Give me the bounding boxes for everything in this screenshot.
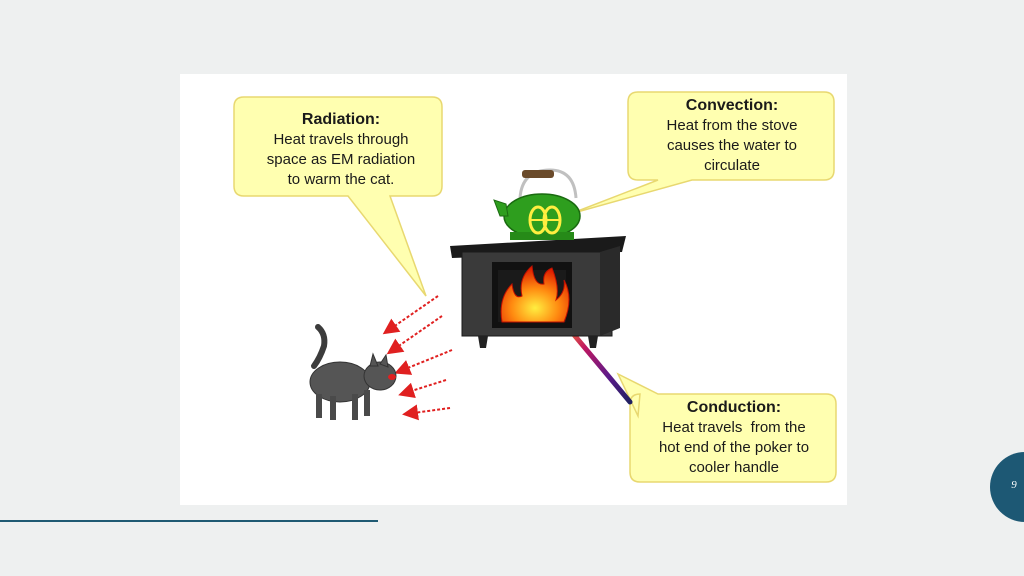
convection-line: circulate	[704, 157, 760, 174]
convection-line: Heat from the stove	[666, 117, 798, 134]
convection-callout-bubble	[569, 91, 835, 215]
bottom-accent-rule	[0, 520, 378, 522]
conduction-line: cooler handle	[688, 459, 780, 476]
fire-icon	[498, 264, 570, 323]
radiation-callout-bubble	[233, 96, 443, 297]
radiation-line: Heat travels through	[273, 131, 409, 148]
radiation-arrow	[382, 295, 439, 335]
convection-title: Convection:	[685, 97, 779, 114]
conduction-line: hot end of the poker to	[658, 439, 810, 456]
radiation-arrow	[394, 349, 453, 375]
convection-line: causes the water to	[666, 137, 798, 154]
conduction-callout: Conduction: Heat travels from the hot en…	[631, 398, 837, 478]
radiation-arrow	[386, 315, 443, 355]
radiation-arrows	[382, 295, 453, 421]
radiation-line: to warm the cat.	[287, 171, 395, 188]
cat-icon	[309, 324, 397, 420]
convection-callout: Convection: Heat from the stove causes t…	[629, 96, 835, 176]
radiation-arrow	[402, 404, 451, 421]
conduction-line: Heat travels from the	[662, 419, 806, 436]
conduction-title: Conduction:	[686, 399, 782, 416]
radiation-callout: Radiation: Heat travels through space as…	[236, 110, 446, 190]
heat-transfer-diagram: Radiation: Heat travels through space as…	[180, 74, 847, 505]
radiation-arrow	[398, 379, 447, 398]
radiation-line: space as EM radiation	[266, 151, 416, 168]
kettle-icon	[493, 168, 581, 240]
radiation-title: Radiation:	[301, 111, 381, 128]
diagram-canvas	[233, 91, 837, 483]
page-number: 9	[1011, 479, 1017, 491]
